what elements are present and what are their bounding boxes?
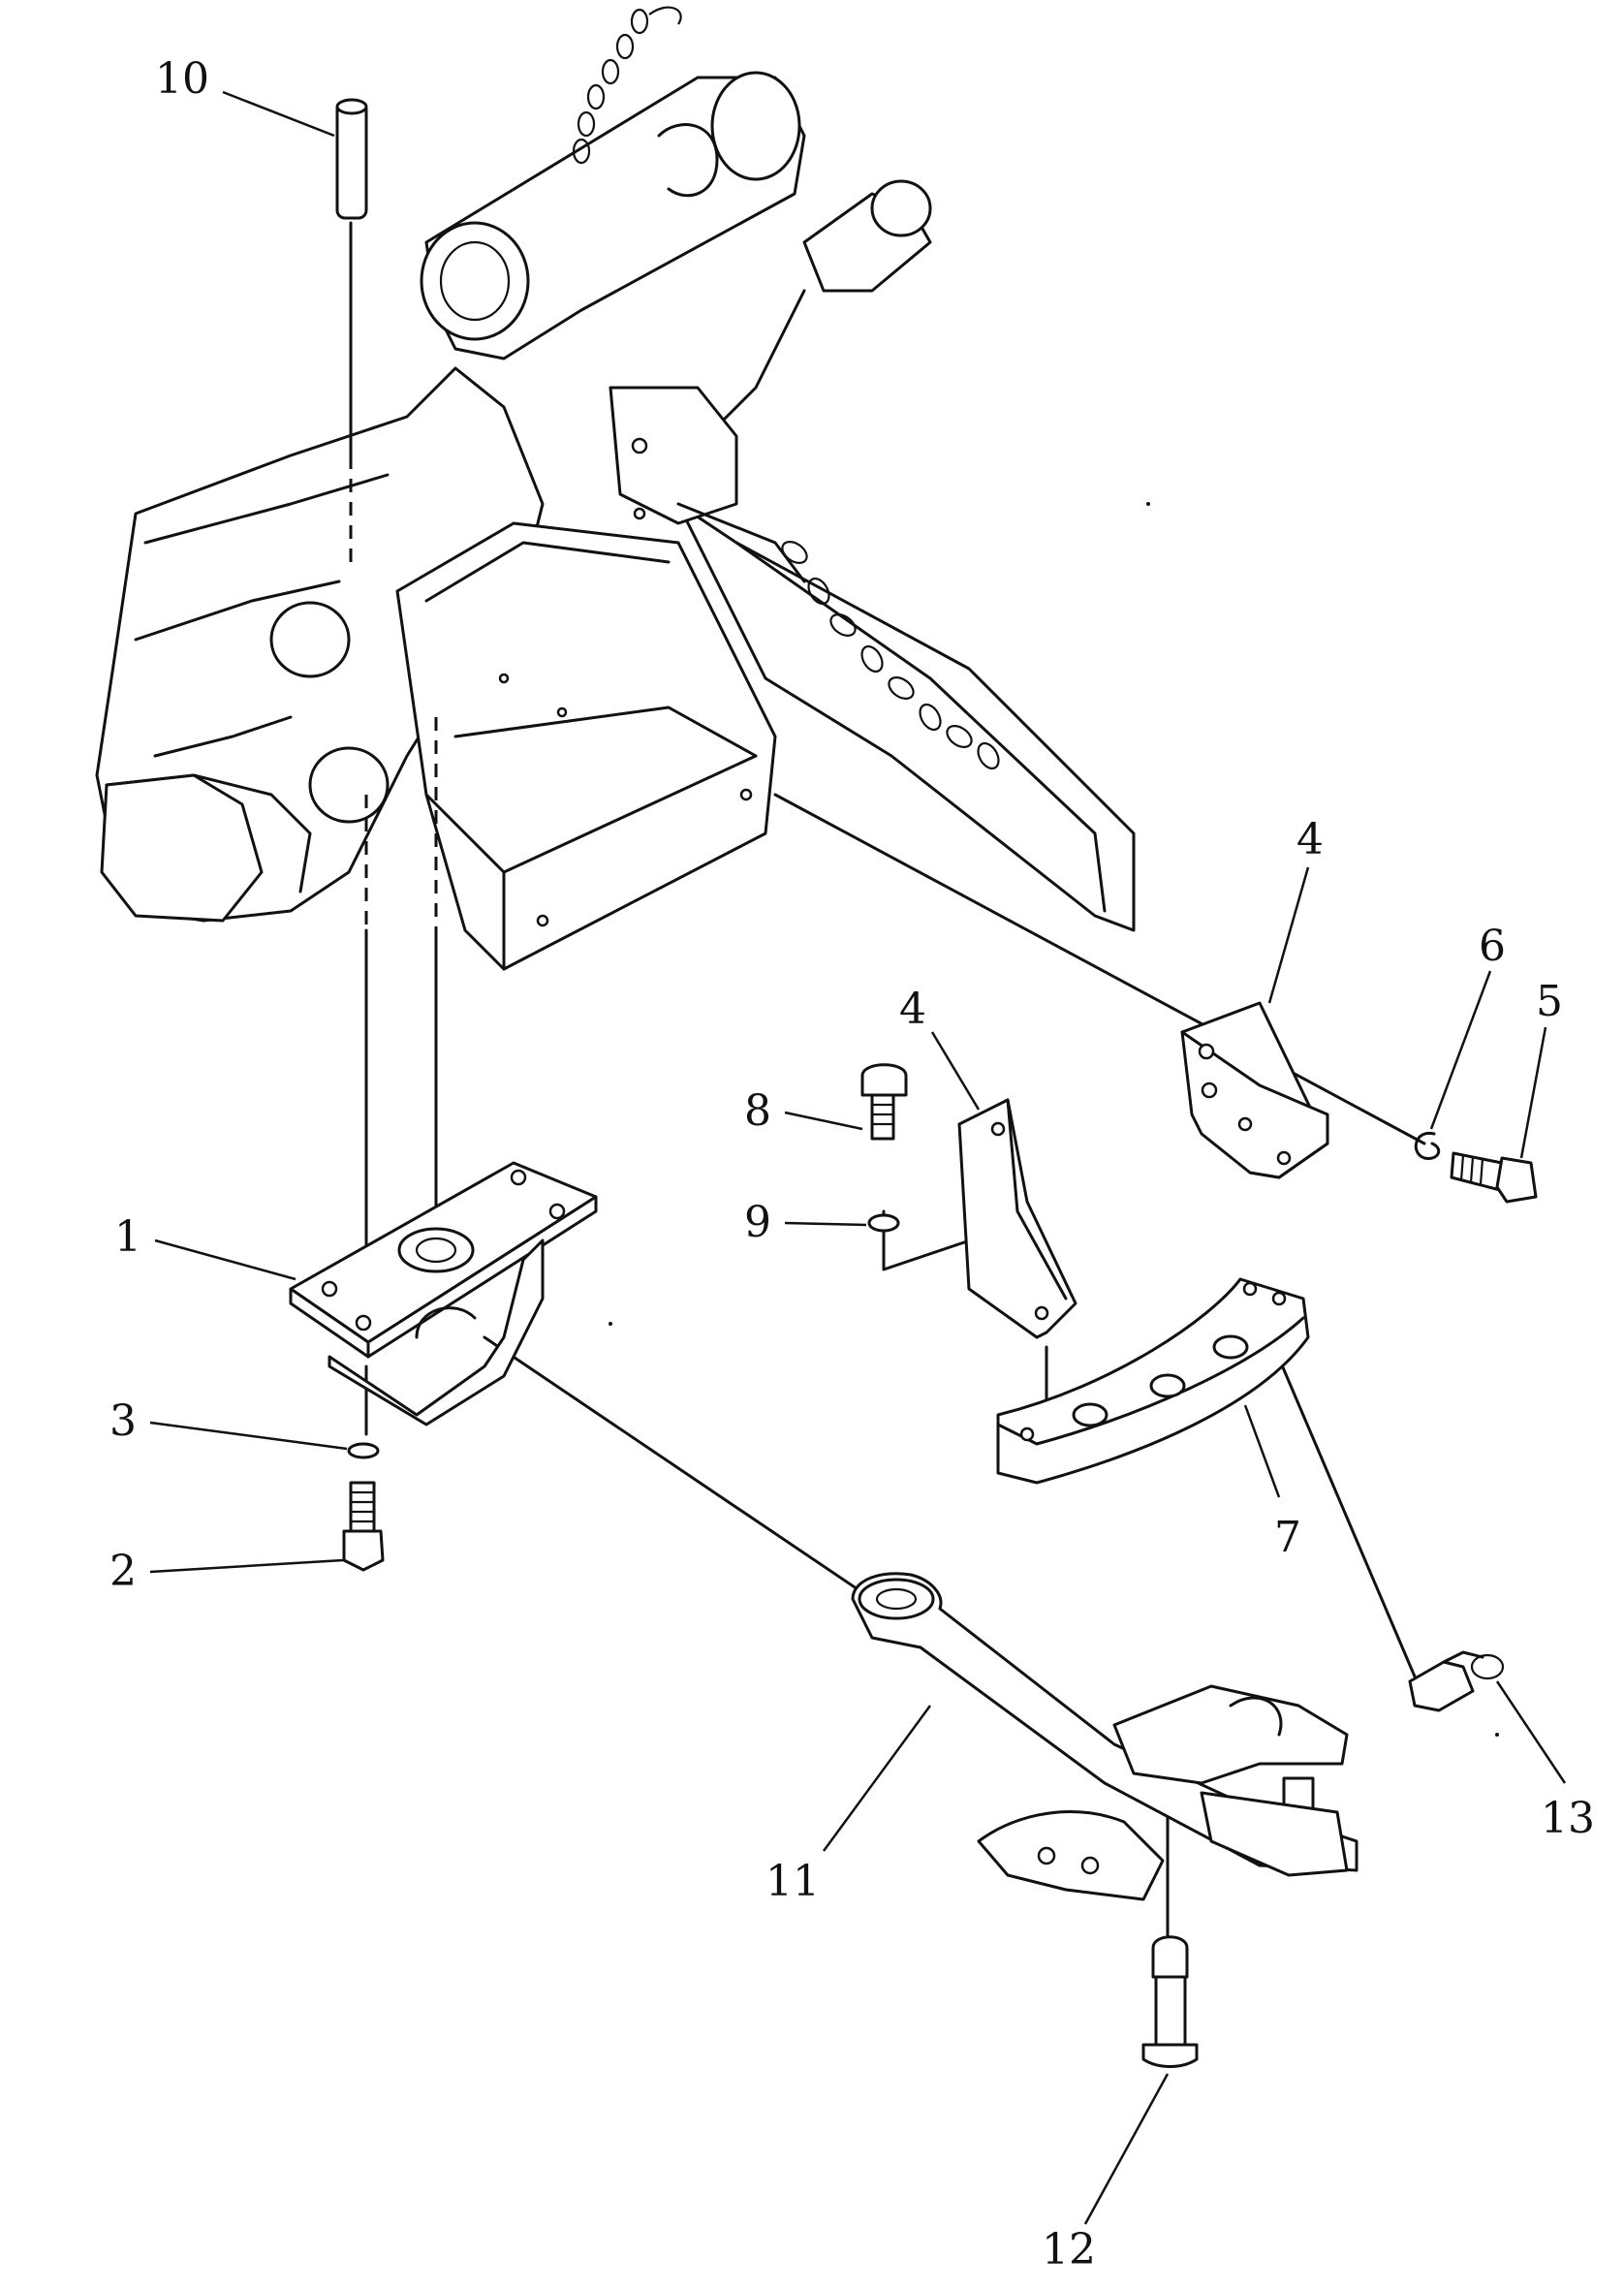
- top-chain: [572, 6, 682, 165]
- plate-1: [289, 1161, 598, 1426]
- washer-6: [1414, 1131, 1441, 1160]
- callout-11: 10: [155, 54, 209, 104]
- right-chain: [676, 502, 1000, 770]
- leader-2: [149, 1558, 344, 1574]
- assembly-line-pin13: [1272, 1345, 1417, 1678]
- leader-4a: [1267, 866, 1310, 1004]
- leader-8: [784, 1111, 863, 1131]
- pin-11: [335, 98, 368, 220]
- leader-13: [1495, 1680, 1567, 1784]
- callout-6: 6: [1479, 922, 1506, 971]
- leader-3: [149, 1421, 348, 1451]
- leader-5: [1519, 1026, 1547, 1159]
- bolt-5: [1450, 1151, 1538, 1204]
- washer-9: [867, 1213, 900, 1233]
- callout-12: 12: [1042, 2225, 1096, 2274]
- leader-12: [1083, 2073, 1170, 2225]
- callout-10: 11: [765, 1857, 820, 1906]
- callout-8: 8: [744, 1086, 771, 1136]
- bracket-4-center: [957, 1098, 1077, 1339]
- leader-9: [784, 1221, 867, 1227]
- housing-assembly: [95, 6, 1136, 971]
- callout-13: 13: [1541, 1794, 1595, 1843]
- leader-1: [154, 1238, 297, 1281]
- leader-10: [822, 1705, 932, 1852]
- callout-4a: 4: [1296, 815, 1324, 864]
- leader-7: [1243, 1404, 1281, 1498]
- washer-3: [347, 1442, 380, 1459]
- callout-9: 9: [744, 1198, 771, 1247]
- callout-7: 7: [1274, 1513, 1301, 1562]
- bolt-8: [860, 1063, 908, 1141]
- pin-12: [1141, 1935, 1199, 2068]
- callout-1: 1: [114, 1212, 141, 1262]
- leader-11: [222, 90, 335, 138]
- callout-5: 5: [1536, 977, 1563, 1026]
- drawbar-10: [851, 1572, 1359, 1901]
- callout-2: 2: [109, 1547, 137, 1596]
- assembly-line-bracket4: [773, 793, 1426, 1145]
- leader-6: [1429, 970, 1492, 1130]
- leader-4b: [930, 1031, 981, 1111]
- callout-3: 3: [109, 1396, 137, 1446]
- assembly-line-drawbar: [483, 1335, 874, 1601]
- weight-7: [996, 1277, 1310, 1485]
- bracket-4-right: [1180, 1001, 1329, 1179]
- callout-4b: 4: [899, 985, 926, 1034]
- pin-13: [1408, 1650, 1505, 1712]
- leader-lines: [149, 90, 1567, 2225]
- bolt-2: [342, 1481, 385, 1572]
